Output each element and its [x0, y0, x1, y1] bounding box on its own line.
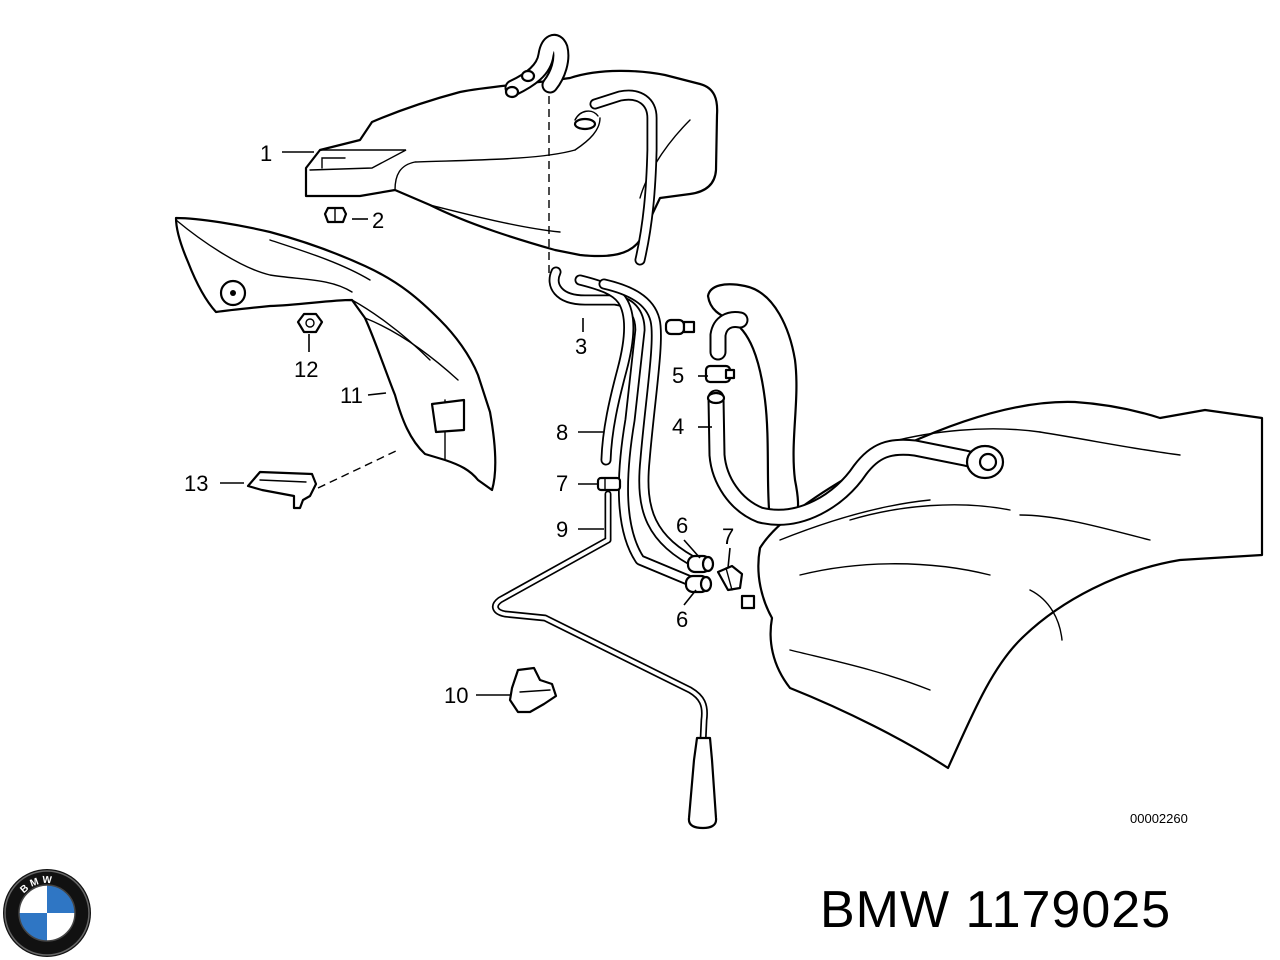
callout-2: 2 — [372, 208, 384, 233]
callout-1: 1 — [260, 141, 272, 166]
clip-10 — [508, 666, 558, 714]
part-number-label: BMW 1179025 — [820, 881, 1172, 939]
clamp-7-right — [716, 564, 756, 610]
tank-port — [965, 444, 1005, 480]
fuel-tank — [757, 400, 1264, 770]
bmw-logo: BMW — [3, 869, 91, 957]
diagram-number: 00002260 — [1130, 811, 1188, 826]
clip-13 — [246, 470, 318, 510]
connector-6-upper — [686, 554, 715, 574]
expansion-tank — [304, 69, 719, 258]
callout-10: 10 — [444, 683, 468, 708]
hose-6-upper — [598, 278, 706, 571]
callout-labels: 1 2 3 4 5 6 6 7 7 8 9 10 11 12 13 000022… — [184, 141, 1188, 826]
connector-5 — [704, 364, 736, 384]
nipple — [664, 318, 696, 336]
bolt-12 — [296, 312, 324, 334]
hose-3 — [548, 266, 706, 591]
callout-6-upper: 6 — [676, 513, 688, 538]
callout-7-left: 7 — [556, 471, 568, 496]
callout-4: 4 — [672, 414, 684, 439]
clamp-7-left — [596, 476, 622, 492]
callout-12: 12 — [294, 357, 318, 382]
nut-2 — [323, 206, 348, 224]
connector-6-lower — [684, 574, 713, 594]
callout-9: 9 — [556, 517, 568, 542]
filler-hose — [706, 283, 800, 522]
callout-3: 3 — [575, 334, 587, 359]
pipe-9 — [491, 490, 708, 746]
overflow-hose — [504, 34, 658, 266]
splash-shield — [174, 216, 497, 492]
hose-5-elbow — [709, 311, 749, 361]
callout-8: 8 — [556, 420, 568, 445]
callout-5: 5 — [672, 363, 684, 388]
leader-lines — [220, 151, 731, 696]
pipe-end-sleeve — [687, 736, 718, 830]
callout-13: 13 — [184, 471, 208, 496]
callout-7-right: 7 — [722, 524, 734, 549]
callout-11: 11 — [340, 383, 363, 408]
hose-8 — [574, 274, 635, 466]
callout-6-lower: 6 — [676, 607, 688, 632]
